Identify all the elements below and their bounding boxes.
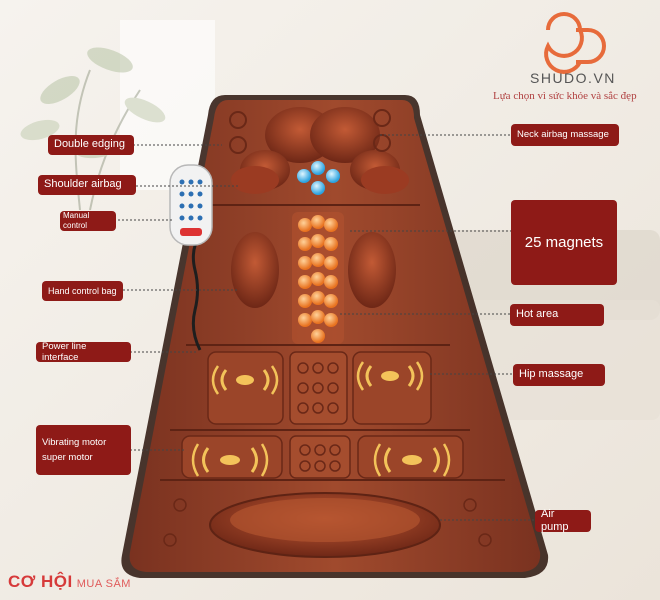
watermark-secondary: MUA SẮM xyxy=(76,578,131,590)
vibration-thigh-right xyxy=(373,443,451,477)
neck-airbags xyxy=(231,107,409,194)
blue-magnet-cluster xyxy=(297,161,340,195)
brand-slogan: Lựa chọn vì sức khỏe và sắc đẹp xyxy=(493,90,637,102)
vibration-thigh-left xyxy=(191,443,269,477)
pointer-lines-right xyxy=(340,134,536,521)
vibration-hip-left xyxy=(211,365,279,395)
label-25-magnets: 25 magnets xyxy=(511,200,617,285)
label-shoulder-airbag: Shoulder airbag xyxy=(38,175,136,195)
label-vibrating-motor: Vibrating motor super motor xyxy=(36,425,131,475)
label-hip-massage: Hip massage xyxy=(513,364,605,386)
label-hand-control-bag: Hand control bag xyxy=(42,281,123,301)
label-air-pump: Air pump xyxy=(535,508,591,533)
label-neck-airbag-massage: Neck airbag massage xyxy=(511,124,619,146)
mat-seams xyxy=(160,204,505,481)
remote-control-icon xyxy=(169,164,213,351)
shoulder-airbags xyxy=(231,232,396,308)
brand-name: SHUDO.VN xyxy=(530,70,616,86)
pointer-lines-left xyxy=(114,144,238,451)
label-double-edging: Double edging xyxy=(48,135,134,155)
hot-area-magnets xyxy=(292,212,344,344)
label-vibrating-motor-line1: Vibrating motor xyxy=(42,436,107,448)
top-rings xyxy=(229,109,391,154)
watermark-main: CƠ HỘI xyxy=(8,572,73,591)
brand-logo-icon xyxy=(544,12,606,74)
air-pump-cushion xyxy=(209,492,441,558)
label-vibrating-motor-line2: super motor xyxy=(42,452,93,463)
label-manual-control: Manual control xyxy=(60,211,116,231)
label-power-line-interface: Power line interface xyxy=(36,341,131,363)
label-hot-area: Hot area xyxy=(510,304,604,326)
foot-rings xyxy=(163,498,492,547)
hip-segment xyxy=(207,351,432,425)
vibration-hip-right xyxy=(356,361,424,391)
